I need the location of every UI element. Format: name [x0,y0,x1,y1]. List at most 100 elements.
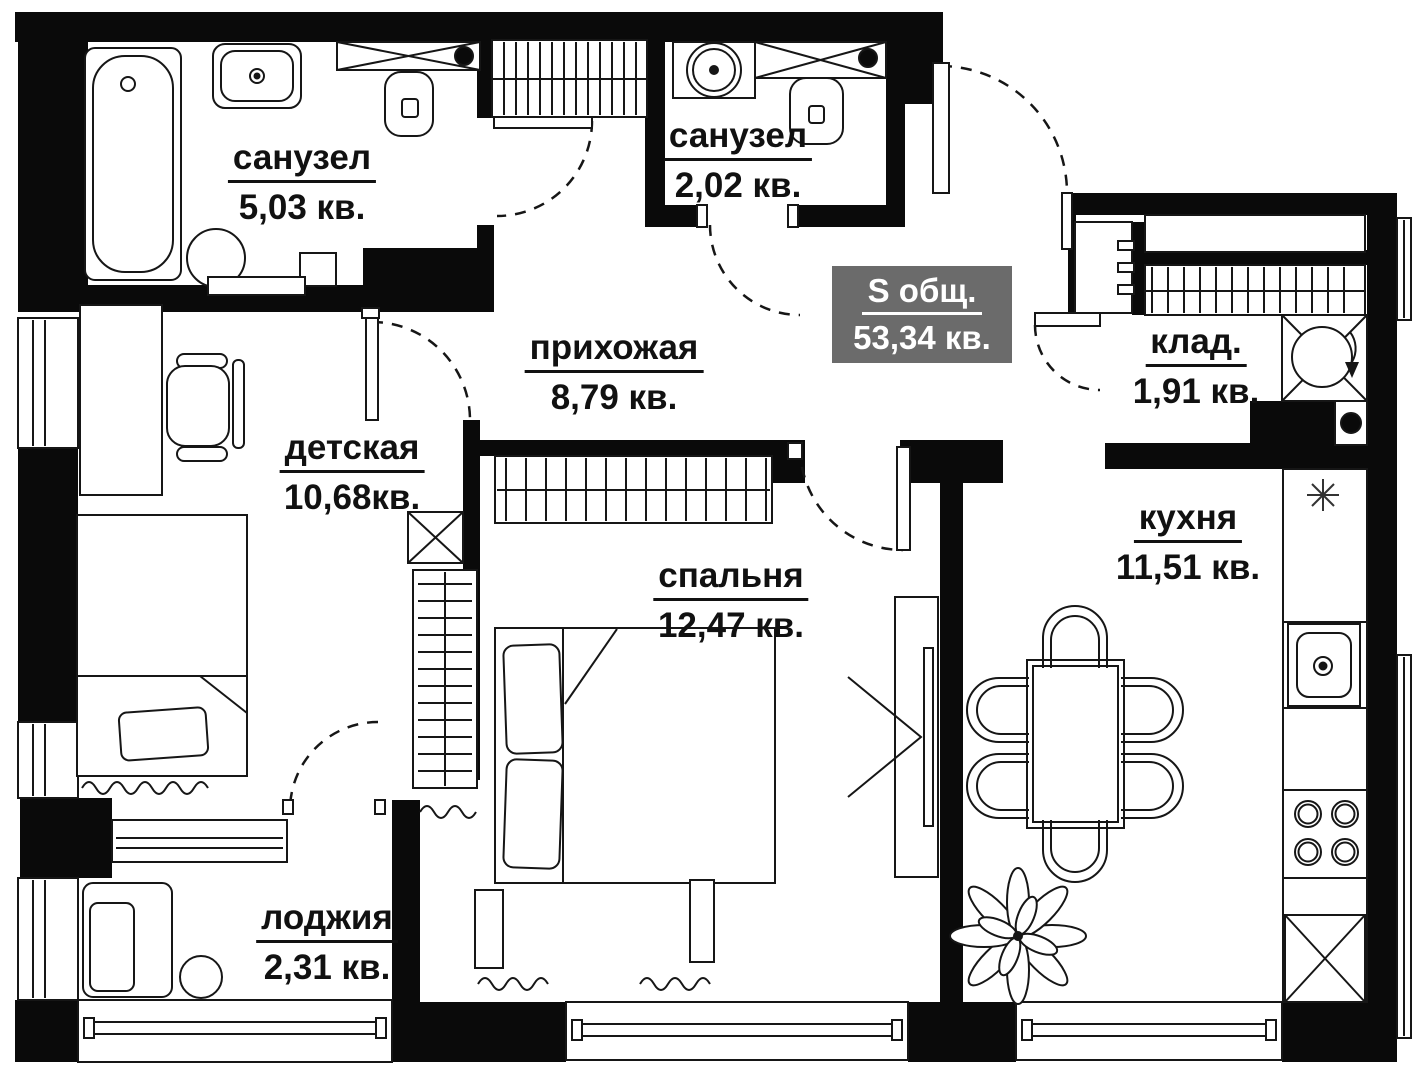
room-label-storage: клад. 1,91 кв. [1133,322,1260,411]
door-arcs [288,64,1101,811]
wardrobe-crossed-icon [407,511,464,564]
room-area: 8,79 кв. [550,378,678,418]
window-loggia-bottom-icon [77,999,393,1063]
stove-icon [1294,800,1359,866]
door-arc-bathroom-small [708,224,801,317]
counter-crossed-icon [1284,914,1366,1003]
room-label-kids-room: детская 10,68кв. [279,428,425,518]
window-kids-loggia-icon [111,819,288,863]
coat-closet-icon [491,39,648,118]
side-table-icon [179,955,223,999]
window-kids-left-icon [17,317,79,449]
double-bed-icon [494,627,776,884]
room-name: спальня [653,556,809,602]
toilet-icon [789,77,844,145]
bench-icon [207,276,306,296]
radiator-wave-icon [639,977,711,991]
closet-rod-icon [1144,264,1366,316]
kitchen-counter-icon [1282,468,1368,1003]
cabinet-crossed-icon [754,41,887,79]
room-label-kitchen: кухня 11,51 кв. [1116,498,1260,587]
room-area: 11,51 кв. [1115,548,1261,588]
loggia-fixtures [82,882,223,999]
ventilation-fan-icon [1281,314,1368,402]
room-label-loggia: лоджия 2,31 кв. [256,898,398,987]
room-name: лоджия [256,898,398,944]
room-label-bathroom-small: санузел 2,02 кв. [663,116,813,206]
bathroom-main-fixtures [84,41,481,296]
room-name: клад. [1145,322,1247,368]
utility-box-icon [1334,400,1368,446]
nightstand-icon [474,889,504,969]
dining-table-icon [1026,659,1125,829]
window-left-lower-icon [17,721,79,799]
bathtub-icon [84,47,182,281]
wardrobe-sliding-icon [847,596,939,878]
door-jamb [696,204,708,228]
closet-rod-icon [494,455,773,524]
door-arc-bathroom-main [496,120,594,218]
room-name: кухня [1133,498,1243,544]
room-area: 12,47 кв. [657,606,805,646]
single-bed-icon [76,514,248,777]
sink-icon [212,43,302,109]
door-arc-bedroom [798,446,904,552]
kitchen-fixtures [949,468,1368,1005]
door-jamb [299,252,337,287]
total-area-label: S общ. [861,272,983,315]
room-area: 1,91 кв. [1132,372,1260,412]
door-leaf-bedroom [896,446,911,551]
kitchen-sink-icon [1287,623,1361,707]
door-jamb [361,307,380,319]
window-bedroom-bottom-icon [565,1001,909,1061]
washing-machine-icon [672,41,756,99]
office-chair-icon [166,353,245,462]
total-area-badge: S общ. 53,34 кв. [832,266,1012,363]
neighbor-edge-right-bottom-icon [1396,654,1412,1039]
door-jamb [787,204,799,228]
light-asterisk-icon [1307,479,1339,511]
windows [17,217,1412,1063]
room-name: детская [279,428,425,474]
radiator-wave-icon [477,977,549,991]
door-leaf-storage [1034,312,1101,327]
door-jamb [1061,192,1073,250]
door-jamb [282,799,294,815]
hallway-fixtures [491,39,648,118]
room-label-hallway: прихожая 8,79 кв. [524,328,704,418]
door-arc-entrance [940,64,1069,194]
desk-icon [79,304,163,496]
door-arc-kids [371,320,472,421]
room-name: санузел [663,116,813,162]
cabinet-icon [1144,214,1366,253]
room-area: 2,02 кв. [674,166,802,206]
neighbor-edge-right-top-icon [1396,217,1412,321]
room-area: 2,31 кв. [263,948,391,988]
door-jamb [787,442,803,460]
door-leaf-entrance [932,62,950,194]
window-loggia-left-icon [17,877,79,1001]
room-area: 10,68кв. [283,478,421,518]
plant-icon [949,867,1087,1005]
radiator-wave-icon [419,805,477,819]
room-area: 5,03 кв. [238,188,366,228]
shelf-comb-icon [1074,221,1135,314]
room-label-bedroom: спальня 12,47 кв. [653,556,809,646]
door-jamb [374,799,386,815]
walls [15,12,1397,1062]
window-kitchen-bottom-icon [1015,1001,1283,1061]
door-arc-loggia [288,720,379,811]
room-label-bathroom-main: санузел 5,03 кв. [227,138,377,228]
kids-room-fixtures [76,304,478,819]
armchair-icon [82,882,173,998]
bathroom-small-fixtures [672,41,887,145]
toilet-icon [384,71,434,137]
room-name: санузел [227,138,377,184]
door-arc-storage [1033,324,1101,392]
bedroom-fixtures [474,455,939,991]
radiator-wave-icon [81,781,209,795]
shelving-unit-icon [412,569,478,789]
door-leaf-kids [365,317,379,421]
